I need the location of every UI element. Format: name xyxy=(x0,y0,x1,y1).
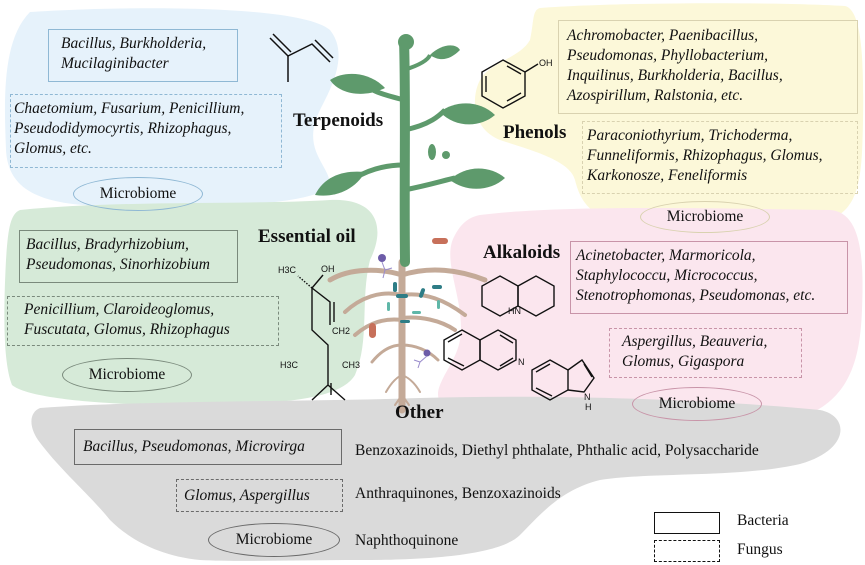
phenols-fungi-box: Paraconiothyrium, Trichoderma, Funnelifo… xyxy=(582,121,858,194)
terpenoids-microbiome-ellipse: Microbiome xyxy=(73,177,203,211)
phenols-bacteria-line: Achromobacter, Paenibacillus, xyxy=(567,27,758,44)
quinolizidine-structure xyxy=(481,275,555,317)
phenol-structure xyxy=(481,59,539,109)
indole-h-label: H xyxy=(585,402,592,412)
leaf xyxy=(430,45,460,60)
legend-fungus-swatch xyxy=(654,540,720,562)
alkaloids-title: Alkaloids xyxy=(483,242,561,263)
terpenoids-bacteria-box: Bacillus, Burkholderia, Mucilaginibacter xyxy=(48,29,238,82)
alkaloids-fungi-line: Aspergillus, Beauveria, xyxy=(622,333,768,350)
other-fungi-box: Glomus, Aspergillus xyxy=(176,479,343,512)
terpenoids-fungi-line: Chaetomium, Fusarium, Penicillium, xyxy=(14,100,245,117)
alkaloids-bacteria-box: Acinetobacter, Marmoricola, Staphylococc… xyxy=(570,241,848,314)
linalool-h3c-label-2: H3C xyxy=(280,360,299,370)
legend-bacteria-swatch xyxy=(654,512,720,534)
essential-oil-bacteria-box: Bacillus, Bradyrhizobium, Pseudomonas, S… xyxy=(19,230,238,283)
terpenoids-bacteria-line: Bacillus, Burkholderia, xyxy=(61,35,207,52)
phenols-title: Phenols xyxy=(503,122,567,143)
alkaloids-microbiome-ellipse: Microbiome xyxy=(632,387,762,421)
leaf xyxy=(450,168,505,189)
essential-oil-region xyxy=(4,199,378,406)
alkaloids-bacteria-line: Staphylococcu, Micrococcus, xyxy=(576,267,758,284)
other-microbiome-ellipse: Microbiome xyxy=(208,523,340,557)
leaf xyxy=(315,171,365,196)
phenols-microbiome-ellipse: Microbiome xyxy=(640,201,770,233)
essential-oil-microbiome-ellipse: Microbiome xyxy=(62,358,192,392)
linalool-structure xyxy=(297,274,346,401)
indole-n-label: N xyxy=(584,392,591,402)
phenols-bacteria-line: Pseudomonas, Phyllobacterium, xyxy=(567,47,769,64)
leaf xyxy=(440,103,495,125)
other-microbiome-compounds: Naphthoquinone xyxy=(355,532,459,549)
phenols-bacteria-line: Azospirillum, Ralstonia, etc. xyxy=(567,87,744,104)
alkaloids-bacteria-line: Stenotrophomonas, Pseudomonas, etc. xyxy=(576,287,816,304)
phenol-oh-label: OH xyxy=(539,58,553,68)
terpenoids-region xyxy=(4,8,339,208)
other-bacteria-box: Bacillus, Pseudomonas, Microvirga xyxy=(74,429,342,465)
other-title: Other xyxy=(395,402,444,423)
alkaloids-region xyxy=(437,207,863,425)
plant-stem xyxy=(399,35,410,267)
terpenoids-title: Terpenoids xyxy=(293,110,384,131)
phenols-fungi-line: Karkonosze, Feneliformis xyxy=(587,167,748,184)
other-region xyxy=(31,396,841,561)
leaf-bud xyxy=(442,151,450,159)
indole-structure xyxy=(531,359,595,401)
plant xyxy=(315,34,505,267)
other-bacteria-text: Bacillus, Pseudomonas, Microvirga xyxy=(83,438,305,455)
other-fungi-text: Glomus, Aspergillus xyxy=(184,487,310,504)
phenols-bacteria-box: Achromobacter, Paenibacillus, Pseudomona… xyxy=(558,20,858,114)
quinolizidine-hn-label: HN xyxy=(508,306,521,316)
linalool-h3c-label: H3C xyxy=(278,265,297,275)
terpenoids-fungi-box: Chaetomium, Fusarium, Penicillium, Pseud… xyxy=(10,94,282,168)
linalool-oh-label: OH xyxy=(321,264,335,274)
essential-oil-fungi-line: Fuscutata, Glomus, Rhizophagus xyxy=(24,321,230,338)
roots xyxy=(327,258,488,414)
other-fungi-compounds: Anthraquinones, Benzoxazinoids xyxy=(355,485,561,502)
essential-oil-bacteria-line: Bacillus, Bradyrhizobium, xyxy=(26,236,189,253)
essential-oil-bacteria-line: Pseudomonas, Sinorhizobium xyxy=(26,256,211,273)
phenols-region xyxy=(474,3,864,229)
essential-oil-fungi-line: Penicillium, Claroideoglomus, xyxy=(24,301,215,318)
alkaloids-fungi-box: Aspergillus, Beauveria, Glomus, Gigaspor… xyxy=(609,328,802,378)
phenols-fungi-line: Funneliformis, Rhizophagus, Glomus, xyxy=(587,147,823,164)
alkaloids-fungi-line: Glomus, Gigaspora xyxy=(622,353,745,370)
isoprene-structure xyxy=(269,33,334,82)
legend-fungus-label: Fungus xyxy=(737,541,783,558)
isoquinoline-n-label: N xyxy=(518,357,525,367)
plant-bud xyxy=(398,34,414,50)
terpenoids-fungi-line: Glomus, etc. xyxy=(14,140,92,157)
leaf xyxy=(330,73,385,94)
linalool-ch3-label: CH3 xyxy=(342,360,360,370)
isoquinoline-structure xyxy=(443,329,517,371)
linalool-ch2-label: CH2 xyxy=(332,326,350,336)
essential-oil-title: Essential oil xyxy=(258,226,356,247)
leaf-bud xyxy=(428,144,436,160)
legend-bacteria-label: Bacteria xyxy=(737,512,789,529)
alkaloids-bacteria-line: Acinetobacter, Marmoricola, xyxy=(576,247,756,264)
phenols-fungi-line: Paraconiothyrium, Trichoderma, xyxy=(587,127,793,144)
other-bacteria-compounds: Benzoxazinoids, Diethyl phthalate, Phtha… xyxy=(355,442,759,459)
essential-oil-fungi-box: Penicillium, Claroideoglomus, Fuscutata,… xyxy=(7,296,279,346)
terpenoids-bacteria-line: Mucilaginibacter xyxy=(61,55,169,72)
root-microbes xyxy=(369,238,448,369)
phenols-bacteria-line: Inquilinus, Burkholderia, Bacillus, xyxy=(567,67,783,84)
terpenoids-fungi-line: Pseudodidymocyrtis, Rhizophagus, xyxy=(14,120,232,137)
